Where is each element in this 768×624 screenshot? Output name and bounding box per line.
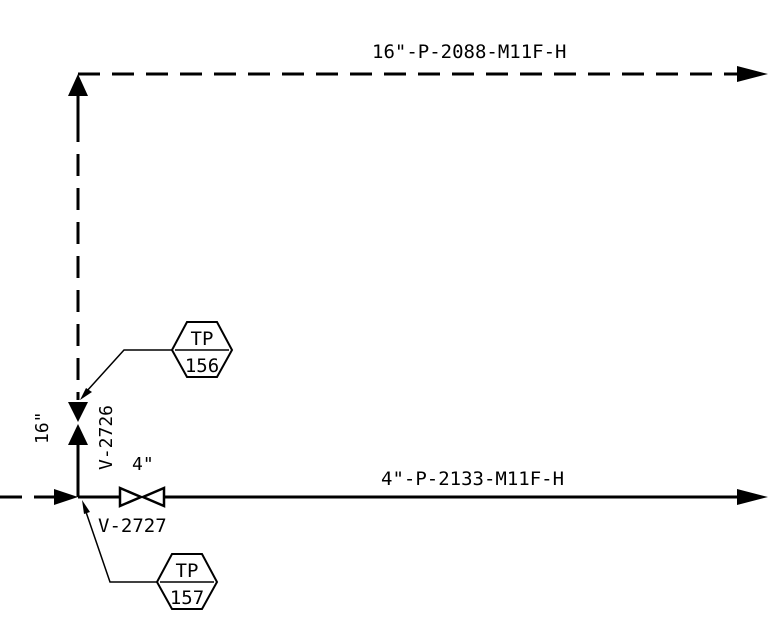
- leader-tp-157: [82, 500, 157, 583]
- flow-arrow-right-bottom-icon: [737, 489, 768, 505]
- tie-point-157-top: TP: [176, 560, 199, 582]
- valve-v-2727-tag: V-2727: [98, 515, 167, 537]
- tie-point-156[interactable]: TP 156: [170, 321, 234, 378]
- valve-v-2726[interactable]: [68, 402, 88, 445]
- valve-v-2726-lower-icon: [68, 424, 88, 445]
- valve-v-2727-left-icon: [118, 486, 145, 508]
- tie-point-157-number: 157: [170, 587, 204, 609]
- leader-arrow-icon: [82, 500, 90, 514]
- tie-point-156-top: TP: [191, 328, 214, 350]
- valve-v-2727-right-icon: [139, 486, 166, 508]
- tie-point-157[interactable]: TP 157: [155, 553, 219, 610]
- flow-arrow-right-icon: [737, 66, 768, 82]
- flow-arrow-up-icon: [68, 74, 88, 96]
- valve-v-2727-size: 4": [132, 454, 154, 475]
- valve-v-2726-upper-icon: [68, 402, 88, 422]
- bottom-line-label: 4"-P-2133-M11F-H: [381, 468, 564, 490]
- leader-tp-156: [80, 349, 172, 400]
- valve-v-2727[interactable]: [118, 486, 166, 508]
- line-4in-p-2133[interactable]: [78, 489, 768, 505]
- leader-arrow-icon: [80, 388, 92, 400]
- valve-v-2726-size: 16": [32, 411, 53, 444]
- flow-arrow-in-icon: [54, 489, 78, 505]
- top-line-label: 16"-P-2088-M11F-H: [372, 41, 566, 63]
- valve-v-2726-tag: V-2726: [96, 405, 117, 470]
- line-16in-p-2088[interactable]: [68, 66, 768, 400]
- tie-point-156-number: 156: [185, 355, 219, 377]
